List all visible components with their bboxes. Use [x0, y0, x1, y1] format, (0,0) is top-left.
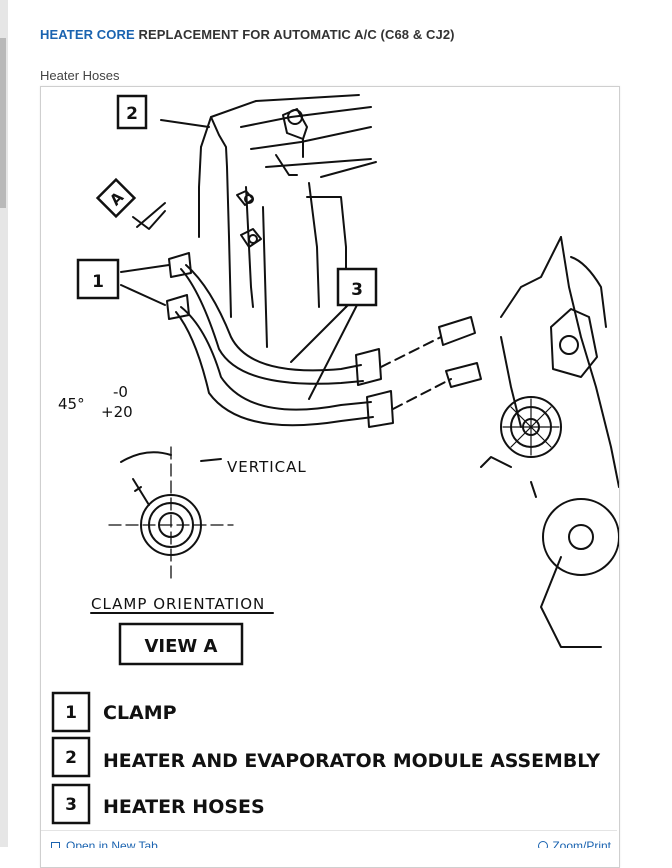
- legend-num-3: 3: [65, 795, 77, 815]
- zoom-print-label: Zoom/Print: [552, 839, 611, 848]
- angle-minus: -0: [113, 383, 128, 401]
- figure-caption: Heater Hoses: [40, 68, 120, 83]
- open-new-tab-label: Open in New Tab: [66, 839, 158, 848]
- zoom-print-link[interactable]: Zoom/Print: [538, 839, 611, 848]
- clamp-orientation-label: CLAMP ORIENTATION: [91, 595, 265, 613]
- scrollbar-thumb[interactable]: [0, 38, 6, 208]
- figure-frame: 2 1 3 A 45° -0 +20 VERTICAL CLAMP ORIENT…: [40, 86, 620, 868]
- legend-text-1: CLAMP: [103, 702, 177, 724]
- callout-3: 3: [351, 280, 363, 300]
- title-text: REPLACEMENT FOR AUTOMATIC A/C (C68 & CJ2…: [134, 27, 455, 42]
- legend-text-2: HEATER AND EVAPORATOR MODULE ASSEMBLY: [103, 750, 600, 772]
- legend-text-3: HEATER HOSES: [103, 796, 265, 818]
- title-link[interactable]: HEATER CORE: [40, 27, 135, 42]
- page-title: HEATER CORE REPLACEMENT FOR AUTOMATIC A/…: [40, 27, 455, 42]
- left-scrollbar[interactable]: [0, 0, 8, 847]
- angle-plus: +20: [101, 403, 133, 421]
- view-a-label: VIEW A: [145, 636, 218, 657]
- angle-main: 45°: [58, 395, 85, 413]
- callout-1: 1: [92, 272, 104, 292]
- figure-toolbar: Open in New Tab Zoom/Print: [41, 830, 617, 848]
- legend-num-2: 2: [65, 748, 77, 768]
- heater-hoses-diagram: 2 1 3 A 45° -0 +20 VERTICAL CLAMP ORIENT…: [51, 94, 619, 825]
- open-new-tab-link[interactable]: Open in New Tab: [51, 839, 158, 848]
- vertical-label: VERTICAL: [227, 458, 307, 476]
- open-new-tab-icon: [51, 841, 60, 848]
- zoom-icon: [538, 841, 549, 848]
- callout-2: 2: [126, 104, 138, 124]
- legend-num-1: 1: [65, 703, 77, 723]
